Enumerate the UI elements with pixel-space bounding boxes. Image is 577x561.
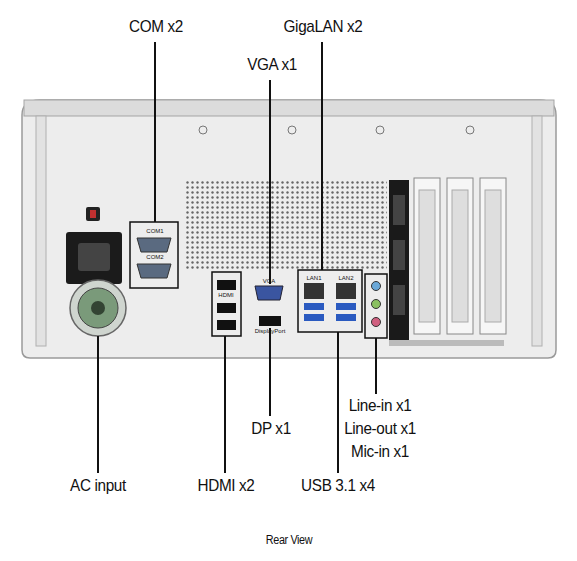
callout-label: VGA x1 (247, 56, 297, 75)
callout-label: COM x2 (129, 18, 183, 37)
figure-caption: Rear View (266, 534, 312, 547)
port-marking: HDMI (218, 292, 233, 299)
callout-label: Line-in x1 (349, 397, 412, 416)
port-marking: DisplayPort (255, 328, 286, 335)
callout-label: Mic-in x1 (351, 443, 409, 462)
callout-label: AC input (70, 477, 126, 496)
callout-label: GigaLAN x2 (284, 18, 363, 37)
port-marking: LAN2 (338, 275, 353, 282)
callout-label: Line-out x1 (344, 420, 416, 439)
port-marking: VGA (263, 278, 276, 285)
callout-label: DP x1 (251, 420, 291, 439)
callout-label: HDMI x2 (198, 477, 255, 496)
port-marking: COM1 (146, 228, 163, 235)
port-marking: COM2 (146, 254, 163, 261)
callout-label: USB 3.1 x4 (301, 477, 375, 496)
port-marking: LAN1 (306, 275, 321, 282)
